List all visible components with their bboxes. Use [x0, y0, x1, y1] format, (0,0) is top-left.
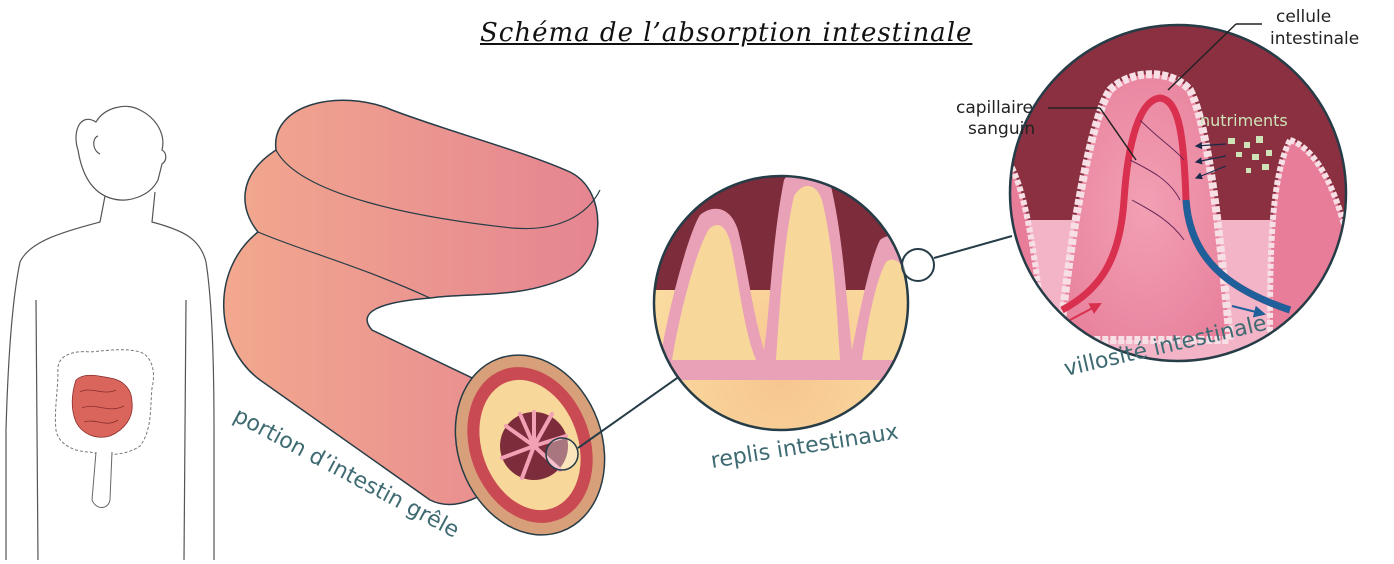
abdomen-intestine-icon: [55, 350, 153, 508]
label-capillaire-2: sanguin: [968, 119, 1035, 139]
intestinal-fold-zoom: [650, 165, 934, 431]
label-capillaire-1: capillaire: [956, 98, 1033, 118]
zoom-connector-2: [934, 236, 1012, 258]
small-intestine-tube: [224, 100, 629, 556]
label-nutriments: nutriments: [1200, 111, 1288, 130]
label-cellule-1: cellule: [1276, 7, 1331, 27]
villus-zoom: [1000, 20, 1360, 361]
label-cellule-2: intestinale: [1270, 29, 1359, 49]
